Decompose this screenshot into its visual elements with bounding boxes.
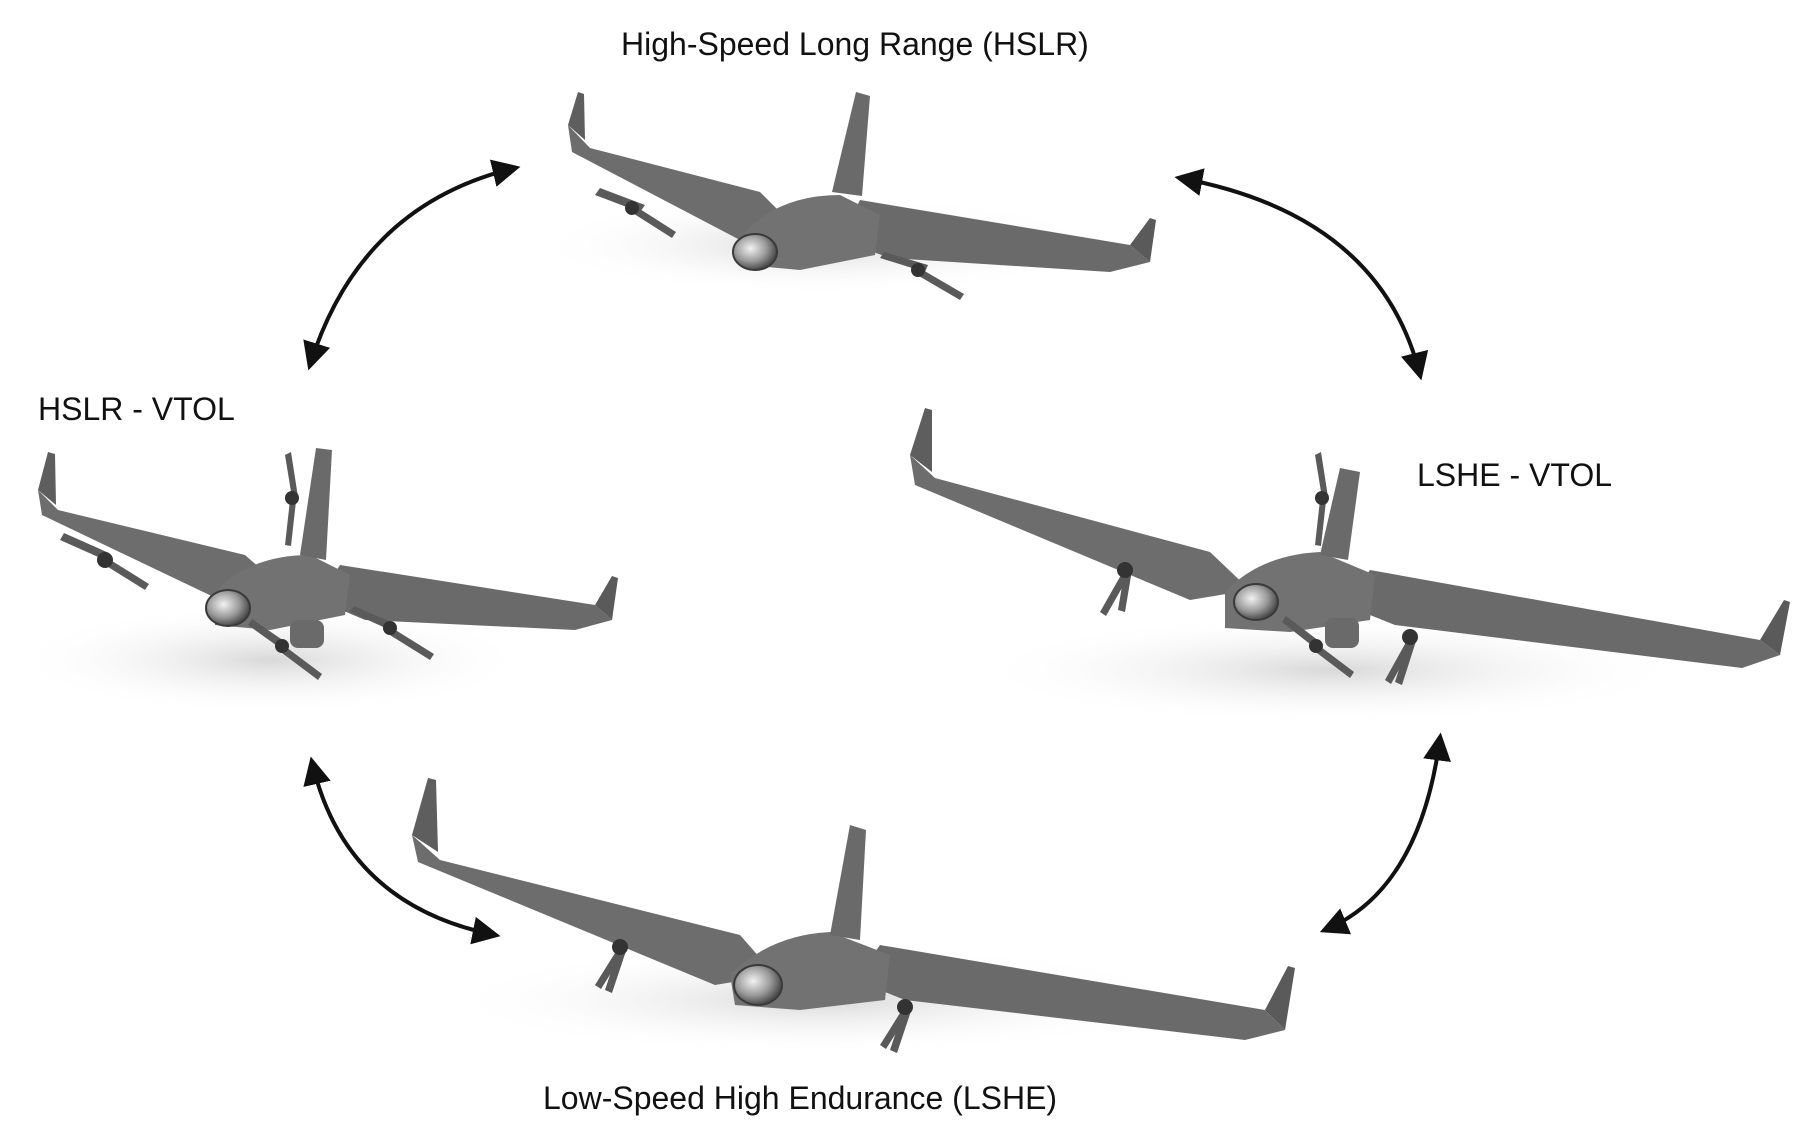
nose-canopy [205,589,251,627]
left-winglet [910,408,932,472]
right-wing [1345,570,1780,668]
right-winglet [1760,600,1790,655]
left-winglet [38,452,56,505]
aircraft-hslr [530,92,1156,300]
transition-arrow-hslr-to-lshe-vtol [1174,168,1429,381]
right-wing [318,565,612,630]
lower-lift-propeller [1282,616,1359,678]
aircraft-hslr-vtol [10,448,618,715]
left-wing [568,125,800,240]
right-propeller [350,606,434,660]
left-winglet [568,92,585,140]
nose-canopy [732,233,778,271]
fuselage [745,195,880,270]
right-wing [855,945,1285,1040]
left-propeller [595,188,676,238]
vertical-tail [830,825,866,940]
aircraft-shadow [10,605,530,715]
left-propeller [1100,562,1133,616]
transition-arrow-lshe-to-hslr-vtol [303,756,501,945]
left-wing [412,835,775,985]
right-winglet [1265,966,1295,1030]
left-propeller [60,533,149,590]
left-wing [38,490,285,600]
right-propeller [880,999,913,1053]
vertical-lift-propeller [1315,452,1329,546]
right-propeller [880,252,964,300]
right-propeller [1385,629,1418,685]
left-wing [910,455,1250,600]
transition-arrow-hslr-vtol-to-hslr [303,159,521,371]
label-hslr: High-Speed Long Range (HSLR) [621,26,1089,62]
right-wing [840,200,1150,272]
label-hslr-vtol: HSLR - VTOL [38,391,235,427]
aircraft-lshe [412,778,1295,1055]
right-winglet [595,576,618,620]
vertical-tail [832,92,870,196]
vertical-tail [1320,468,1360,560]
left-propeller [595,939,628,993]
aircraft-lshe-vtol [910,408,1790,725]
transition-arrow-lshe-vtol-to-lshe [1319,732,1451,935]
vertical-tail [300,448,332,560]
label-lshe-vtol: LSHE - VTOL [1417,457,1613,493]
label-lshe: Low-Speed High Endurance (LSHE) [543,1080,1058,1116]
nose-canopy [1233,583,1279,621]
aircraft-shadow [970,615,1690,725]
lower-lift-propeller [248,619,324,680]
nose-canopy [733,964,783,1006]
right-winglet [1130,218,1156,262]
vertical-lift-propeller [285,452,299,546]
